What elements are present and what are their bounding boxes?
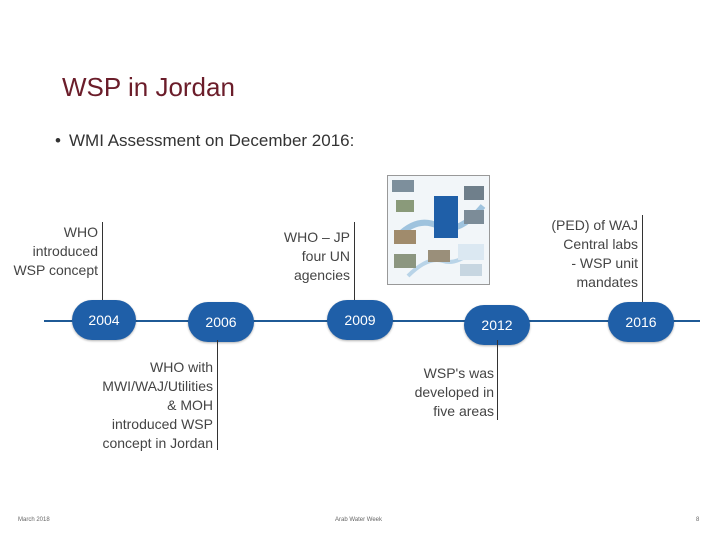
label-line: developed in xyxy=(390,383,494,402)
label-line: concept in Jordan xyxy=(70,434,213,453)
label-line: agencies xyxy=(246,266,350,285)
label-line: introduced WSP xyxy=(70,415,213,434)
label-line: WSP concept xyxy=(0,261,98,280)
year-label: 2004 xyxy=(88,312,119,328)
footer-center: Arab Water Week xyxy=(335,517,382,523)
label-who-introduced: WHO introduced WSP concept xyxy=(0,223,98,280)
label-line: WHO xyxy=(0,223,98,242)
label-ped: (PED) of WAJ Central labs - WSP unit man… xyxy=(520,216,638,292)
map-collage-graphic xyxy=(388,176,489,284)
label-line: five areas xyxy=(390,402,494,421)
label-line: introduced xyxy=(0,242,98,261)
year-label: 2009 xyxy=(344,312,375,328)
label-line: - WSP unit xyxy=(520,254,638,273)
year-node-2012: 2012 xyxy=(464,305,530,345)
year-node-2004: 2004 xyxy=(72,300,136,340)
label-line: WHO with xyxy=(70,358,213,377)
year-label: 2012 xyxy=(481,317,512,333)
label-line: mandates xyxy=(520,273,638,292)
bullet-text: WMI Assessment on December 2016: xyxy=(69,131,354,150)
slide-title: WSP in Jordan xyxy=(62,72,235,103)
year-label: 2006 xyxy=(205,314,236,330)
label-line: four UN xyxy=(246,247,350,266)
bullet-icon: • xyxy=(55,131,69,151)
label-line: (PED) of WAJ xyxy=(520,216,638,235)
year-node-2009: 2009 xyxy=(327,300,393,340)
label-line: Central labs xyxy=(520,235,638,254)
label-line: WHO – JP xyxy=(246,228,350,247)
label-line: WSP's was xyxy=(390,364,494,383)
connector-line-2012 xyxy=(497,340,498,420)
label-who-with: WHO with MWI/WAJ/Utilities & MOH introdu… xyxy=(70,358,213,453)
label-line: MWI/WAJ/Utilities xyxy=(70,377,213,396)
connector-line-2006 xyxy=(217,340,218,450)
label-who-jp: WHO – JP four UN agencies xyxy=(246,228,350,285)
footer-page-number: 8 xyxy=(696,517,699,523)
footer-date: March 2018 xyxy=(18,517,50,523)
map-collage-image xyxy=(387,175,490,285)
bullet-point: •WMI Assessment on December 2016: xyxy=(55,131,354,151)
year-label: 2016 xyxy=(625,314,656,330)
year-node-2006: 2006 xyxy=(188,302,254,342)
year-node-2016: 2016 xyxy=(608,302,674,342)
label-line: & MOH xyxy=(70,396,213,415)
label-wsp-developed: WSP's was developed in five areas xyxy=(390,364,494,421)
